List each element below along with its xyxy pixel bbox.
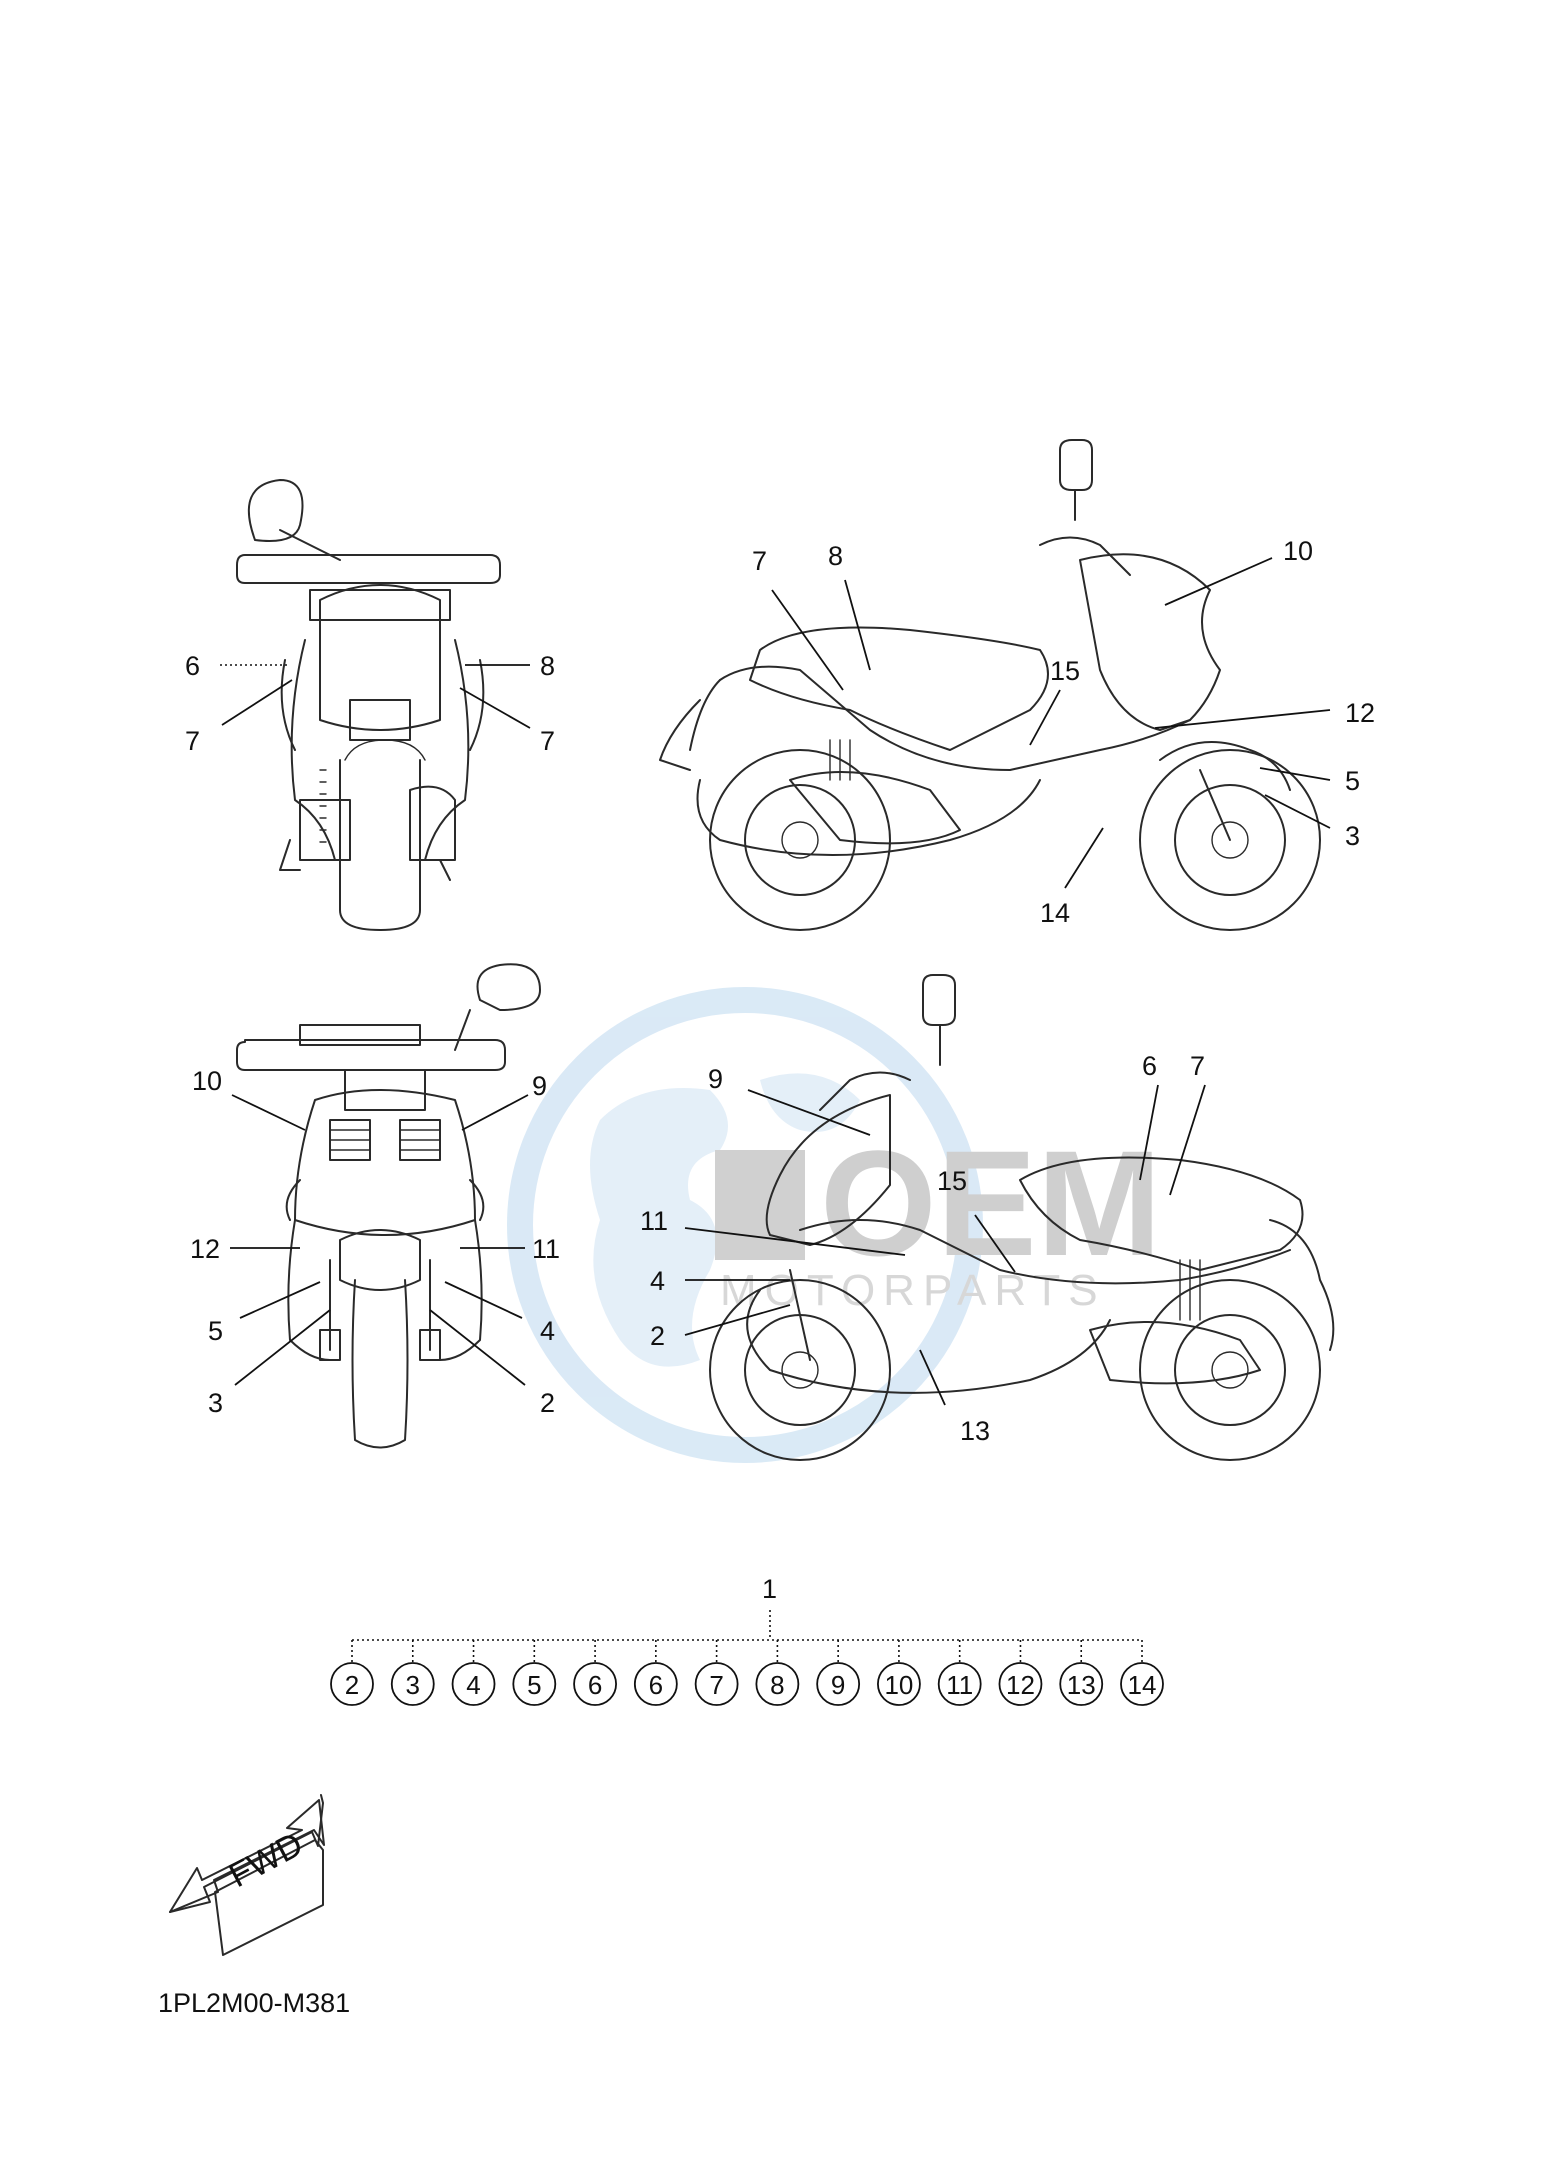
callout-label: 9: [708, 1064, 723, 1094]
callout-label: 7: [185, 726, 200, 756]
callout-label: 5: [1345, 766, 1360, 796]
callout-label: 14: [1040, 898, 1070, 928]
set-tree: 1 2 3 4 5 6 6 7 8 9 10 11 12 13 14: [330, 1574, 1164, 1706]
set-child-circle: [755, 1662, 800, 1706]
callout-label: 7: [1190, 1051, 1205, 1081]
set-child-circle: [937, 1662, 982, 1706]
callout-label: 6: [1142, 1051, 1157, 1081]
set-child-circle: [816, 1662, 861, 1706]
set-child-label: 12: [1006, 1670, 1035, 1700]
callout-label: 9: [532, 1071, 547, 1101]
right-side-view-callouts: 7 8 10 15 12 5 3 14: [752, 536, 1375, 928]
set-child-label: 11: [946, 1670, 973, 1700]
callout-label: 7: [540, 726, 555, 756]
set-child-circle: [633, 1662, 678, 1706]
set-child-circle: [1059, 1662, 1104, 1706]
set-child-circle: [573, 1662, 617, 1706]
set-child-label: 6: [588, 1670, 602, 1700]
callout-label: 2: [540, 1388, 555, 1418]
watermark-letter-bar: [715, 1150, 805, 1260]
set-parent-label: 1: [762, 1574, 777, 1604]
callout-label: 12: [1345, 698, 1375, 728]
watermark: OEM MOTORPARTS: [507, 987, 1162, 1463]
set-child-label: 14: [1128, 1670, 1157, 1700]
set-child-circle: [512, 1662, 557, 1706]
set-child-label: 13: [1067, 1670, 1096, 1700]
callout-label: 4: [650, 1266, 665, 1296]
callout-label: 10: [192, 1066, 222, 1096]
callout-label: 3: [208, 1388, 223, 1418]
diagram-code: 1PL2M00-M381: [158, 1988, 350, 2018]
set-child-label: 10: [884, 1670, 913, 1700]
set-child-label: 3: [406, 1670, 420, 1700]
set-child-circle: [998, 1662, 1043, 1706]
callout-label: 11: [640, 1206, 668, 1236]
rear-view-callouts: 6 7 8 7: [185, 651, 555, 756]
set-child-circle: [877, 1662, 921, 1706]
callout-label: 12: [190, 1234, 220, 1264]
callout-label: 3: [1345, 821, 1360, 851]
callout-label: 15: [937, 1166, 967, 1196]
front-view-callouts: 10 9 12 11 5 4 3 2: [190, 1066, 560, 1418]
callout-label: 13: [960, 1416, 990, 1446]
set-child-label: 5: [527, 1670, 541, 1700]
set-child-label: 7: [709, 1670, 723, 1700]
fwd-label: FWD: [223, 1825, 309, 1895]
front-view-drawing: [236, 963, 541, 1449]
set-child-circle: [1120, 1662, 1164, 1706]
set-child-circle: [451, 1662, 496, 1706]
set-child-circle: [694, 1662, 739, 1706]
set-child-circle: [390, 1662, 435, 1706]
right-side-view-drawing: [659, 439, 1321, 931]
callout-label: 6: [185, 651, 200, 681]
callout-label: 8: [828, 541, 843, 571]
rear-view-drawing: [236, 479, 501, 931]
watermark-globe: [507, 987, 983, 1463]
set-child-label: 4: [466, 1670, 480, 1700]
set-child-label: 6: [649, 1670, 663, 1700]
watermark-brand-text: OEM: [820, 1119, 1162, 1287]
callout-label: 5: [208, 1316, 223, 1346]
set-child-label: 2: [345, 1670, 359, 1700]
set-child-label: 8: [770, 1670, 784, 1700]
callout-label: 4: [540, 1316, 555, 1346]
callout-label: 2: [650, 1321, 665, 1351]
set-child-circle: [330, 1662, 374, 1706]
fwd-arrow: FWD: [169, 1794, 325, 1956]
callout-label: 8: [540, 651, 555, 681]
left-side-view-drawing: [709, 974, 1335, 1461]
watermark-continents: [590, 1073, 860, 1367]
set-child-label: 9: [831, 1670, 845, 1700]
callout-label: 10: [1283, 536, 1313, 566]
callout-label: 11: [532, 1234, 560, 1264]
callout-label: 7: [752, 546, 767, 576]
set-children: 2 3 4 5 6 6 7 8 9 10 11 12 13 14: [330, 1640, 1164, 1706]
callout-label: 15: [1050, 656, 1080, 686]
left-side-view-callouts: 9 6 7 15 11 4 2 13: [640, 1051, 1206, 1446]
